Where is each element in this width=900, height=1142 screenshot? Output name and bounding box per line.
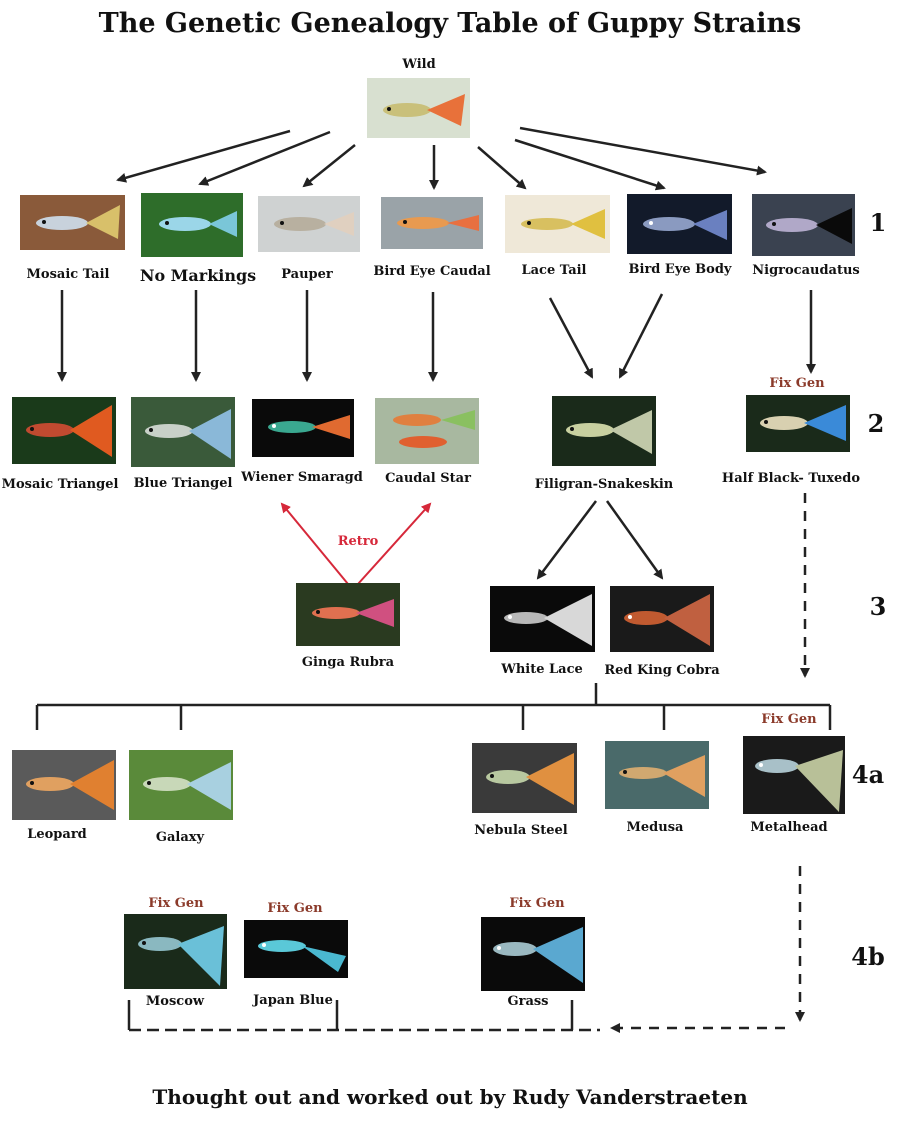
photo-moscow bbox=[124, 914, 227, 989]
fix-gen-moscow: Fix Gen bbox=[148, 896, 204, 911]
retro-arrow-wiener bbox=[280, 502, 349, 585]
retro-arrow-caudal-star bbox=[357, 502, 432, 585]
photo-mosaic-triangel bbox=[12, 397, 116, 464]
photo-bird-eye-caudal bbox=[381, 197, 483, 249]
label-nigrocaudatus: Nigrocaudatus bbox=[752, 263, 860, 278]
photo-nigrocaudatus bbox=[752, 194, 855, 256]
label-japan-blue: Japan Blue bbox=[253, 993, 333, 1008]
label-leopard: Leopard bbox=[27, 827, 87, 842]
photo-metalhead bbox=[743, 736, 845, 814]
fix-gen-tuxedo: Fix Gen bbox=[769, 376, 825, 391]
label-caudal-star: Caudal Star bbox=[385, 471, 471, 486]
label-metalhead: Metalhead bbox=[750, 820, 828, 835]
fix-gen-metalhead: Fix Gen bbox=[761, 712, 817, 727]
photo-pauper bbox=[258, 196, 360, 252]
photo-caudal-star bbox=[375, 398, 479, 464]
photo-lace-tail bbox=[505, 195, 610, 253]
photo-leopard bbox=[12, 750, 116, 820]
label-mosaic-tail: Mosaic Tail bbox=[26, 267, 110, 282]
arrow-wild-pauper bbox=[302, 144, 356, 188]
label-grass: Grass bbox=[507, 994, 549, 1009]
photo-galaxy bbox=[129, 750, 233, 820]
arrow-wild-nigrocaudatus bbox=[519, 126, 767, 176]
label-ginga-rubra: Ginga Rubra bbox=[301, 655, 395, 670]
label-wild: Wild bbox=[402, 57, 436, 72]
label-pauper: Pauper bbox=[281, 267, 333, 282]
photo-wild bbox=[367, 78, 470, 138]
label-no-markings: No Markings bbox=[139, 266, 257, 285]
level-marker-2: 2 bbox=[867, 409, 885, 438]
label-red-king-cobra: Red King Cobra bbox=[604, 663, 720, 678]
photo-bird-eye-body bbox=[627, 194, 732, 254]
photo-white-lace bbox=[490, 586, 595, 652]
level-marker-3: 3 bbox=[869, 592, 887, 621]
label-filigran-snakeskin: Filigran-Snakeskin bbox=[534, 477, 674, 492]
photo-medusa bbox=[605, 741, 709, 809]
label-nebula-steel: Nebula Steel bbox=[474, 823, 568, 838]
photo-grass bbox=[481, 917, 585, 991]
fix-gen-japan-blue: Fix Gen bbox=[267, 901, 323, 916]
label-wiener-smaragd: Wiener Smaragd bbox=[241, 470, 363, 485]
photo-filigran-snakeskin bbox=[552, 396, 656, 466]
label-moscow: Moscow bbox=[145, 994, 205, 1009]
photo-wiener-smaragd bbox=[252, 399, 354, 457]
photo-nebula-steel bbox=[472, 743, 577, 813]
photo-half-black-tuxedo bbox=[746, 395, 850, 452]
label-mosaic-triangel: Mosaic Triangel bbox=[1, 477, 119, 492]
arrow-filigran-red-king-cobra bbox=[605, 500, 664, 580]
label-bird-eye-caudal: Bird Eye Caudal bbox=[373, 264, 491, 279]
arrow-wild-bird-eye-body bbox=[514, 138, 666, 191]
photo-japan-blue bbox=[244, 920, 348, 978]
arrow-wild-no-markings bbox=[198, 130, 331, 186]
arrow-filigran-white-lace bbox=[536, 500, 597, 580]
photo-mosaic-tail bbox=[20, 195, 125, 250]
label-galaxy: Galaxy bbox=[155, 830, 205, 845]
photo-ginga-rubra bbox=[296, 583, 400, 646]
label-lace-tail: Lace Tail bbox=[521, 263, 587, 278]
label-bird-eye-body: Bird Eye Body bbox=[628, 262, 732, 277]
label-half-black-tuxedo: Half Black- Tuxedo bbox=[721, 471, 861, 486]
arrow-lace-tail-filigran bbox=[548, 297, 594, 379]
photo-no-markings bbox=[141, 193, 243, 257]
fix-gen-grass: Fix Gen bbox=[509, 896, 565, 911]
arrow-wild-mosaic-tail bbox=[116, 129, 291, 183]
level-marker-4a: 4a bbox=[851, 760, 885, 789]
level-marker-4b: 4b bbox=[851, 942, 885, 971]
label-white-lace: White Lace bbox=[501, 662, 583, 677]
retro-label: Retro bbox=[337, 534, 379, 549]
diagram-title: The Genetic Genealogy Table of Guppy Str… bbox=[98, 8, 802, 39]
label-blue-triangel: Blue Triangel bbox=[133, 476, 233, 491]
photo-red-king-cobra bbox=[610, 586, 714, 652]
author-credit: Thought out and worked out by Rudy Vande… bbox=[152, 1085, 748, 1109]
level-marker-1: 1 bbox=[869, 208, 887, 237]
photo-blue-triangel bbox=[131, 397, 235, 467]
arrow-bird-eye-body-filigran bbox=[618, 293, 664, 379]
label-medusa: Medusa bbox=[626, 820, 684, 835]
arrow-wild-lace-tail bbox=[477, 146, 527, 190]
